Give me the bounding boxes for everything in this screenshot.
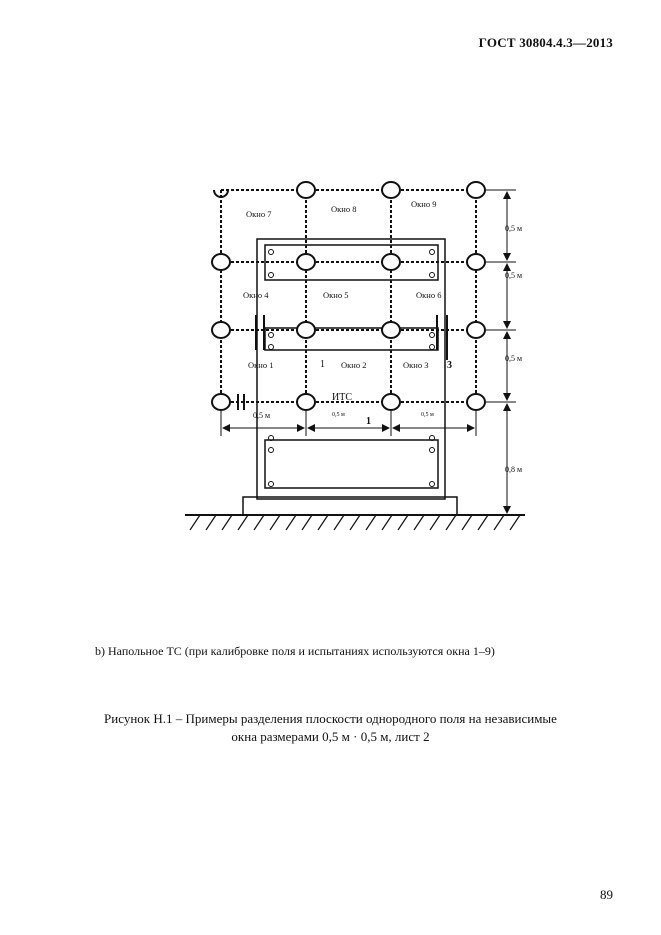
page-number: 89 bbox=[600, 887, 613, 902]
window-label: Окно 8 bbox=[331, 204, 356, 214]
mark-left: 1 bbox=[320, 359, 325, 370]
measurement-points bbox=[211, 181, 486, 411]
figure-subcaption: b) Напольное ТС (при калибровке поля и и… bbox=[95, 644, 495, 658]
floor-ground bbox=[185, 514, 525, 531]
equipment-outline bbox=[242, 238, 458, 516]
caption-line: окна размерами 0,5 м · 0,5 м, лист 2 bbox=[231, 729, 430, 744]
equipment-label: ИТС bbox=[332, 392, 352, 403]
horizontal-dimension bbox=[220, 410, 477, 436]
window-label: Окно 6 bbox=[416, 290, 441, 300]
dimension-label: 0,5 м bbox=[505, 354, 522, 363]
equipment-screws bbox=[268, 249, 435, 487]
document-header: ГОСТ 30804.4.3—2013 bbox=[478, 35, 613, 50]
dimension-label: 0,8 м bbox=[505, 465, 522, 474]
vertical-dimension bbox=[486, 189, 516, 514]
caption-line: Рисунок Н.1 – Примеры разделения плоскос… bbox=[104, 711, 557, 726]
figure-caption: Рисунок Н.1 – Примеры разделения плоскос… bbox=[40, 710, 621, 746]
window-label: Окно 2 bbox=[341, 360, 366, 370]
window-label: Окно 9 bbox=[411, 199, 436, 209]
window-label: Окно 4 bbox=[243, 290, 269, 300]
window-label: Окно 5 bbox=[323, 290, 348, 300]
dimension-label: 0,5 м bbox=[253, 411, 270, 420]
dimension-label: 0,5 м bbox=[505, 224, 522, 233]
dimension-label: 0,5 м bbox=[332, 412, 345, 418]
window-label: Окно 7 bbox=[246, 209, 271, 219]
tick-marks bbox=[237, 315, 448, 410]
dimension-label: 0,5 м bbox=[421, 412, 434, 418]
mark-right: 3 bbox=[447, 360, 452, 371]
window-label: Окно 1 bbox=[248, 360, 273, 370]
dimension-label: 0,5 м bbox=[505, 271, 522, 280]
window-label: Окно 3 bbox=[403, 360, 428, 370]
mark-bottom: 1 bbox=[366, 416, 371, 427]
